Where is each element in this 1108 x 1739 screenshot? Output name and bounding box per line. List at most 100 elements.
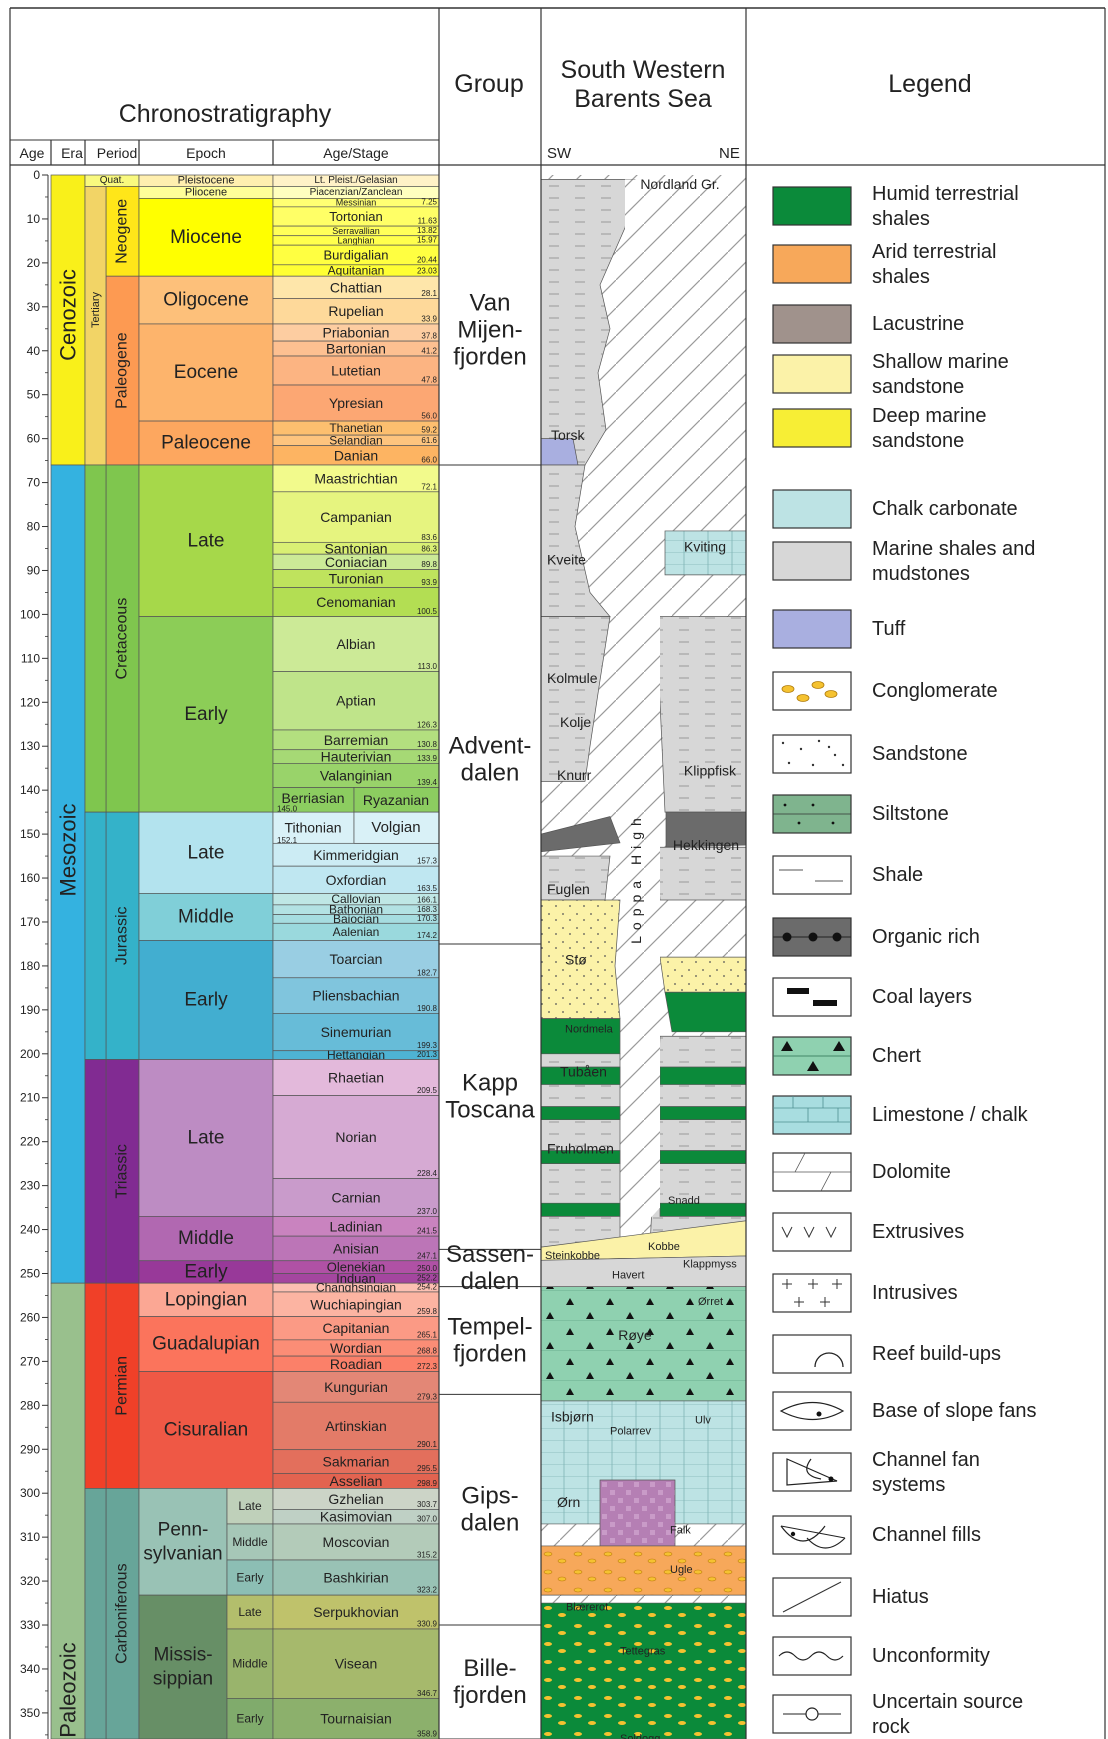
- legend-box: [773, 1096, 851, 1134]
- legend-swatch-sandstone: [773, 735, 851, 773]
- stage-boundary-age: 100.5: [417, 607, 438, 616]
- formation-label-klappmyss: Klappmyss: [683, 1259, 737, 1271]
- coal-bar: [787, 988, 809, 994]
- silt-dot: [832, 822, 835, 825]
- group-title: Group: [454, 70, 523, 98]
- stage-label: Ypresian: [329, 395, 383, 411]
- epoch-label: Paleocene: [161, 433, 251, 454]
- legend-swatch-chert: [773, 1037, 851, 1075]
- column-header-era: Era: [61, 145, 83, 161]
- stage-boundary-age: 290.1: [417, 1440, 438, 1449]
- formation-label-tettegras: Tettegras: [620, 1645, 666, 1657]
- epoch-label: Late: [188, 842, 225, 863]
- stage-boundary-age: 66.0: [421, 456, 437, 465]
- stage-label: Tithonian: [284, 820, 341, 836]
- age-tick-label: 310: [20, 1530, 40, 1544]
- stage-boundary-age: 28.1: [421, 289, 437, 298]
- stage-boundary-age: 303.7: [417, 1500, 438, 1509]
- legend-label-uncertain: Uncertain source: [872, 1691, 1023, 1713]
- legend-swatch-humid: [773, 187, 851, 225]
- legend-label-deep: sandstone: [872, 430, 964, 452]
- stage-boundary-age: 199.3: [417, 1041, 438, 1050]
- sand-dot: [812, 764, 814, 766]
- legend-label-channelfan: Channel fan: [872, 1449, 980, 1471]
- triassic-green-east-0: [660, 1067, 746, 1085]
- stage-label: Pliensbachian: [312, 988, 399, 1004]
- age-tick-label: 100: [20, 607, 40, 621]
- group-label-advent-dalen: dalen: [461, 759, 520, 786]
- age-tick-label: 70: [27, 476, 41, 490]
- pebble: [782, 686, 794, 693]
- era-label-cenozoic: Cenozoic: [56, 269, 81, 361]
- pebble: [812, 682, 824, 689]
- period-label-neogene: Neogene: [114, 199, 131, 264]
- formation-label-ulv: Ulv: [695, 1415, 711, 1427]
- silt-dot: [812, 804, 815, 807]
- age-tick-label: 130: [20, 739, 40, 753]
- silt-dot: [798, 822, 801, 825]
- stage-label: Burdigalian: [323, 247, 388, 262]
- age-tick-label: 330: [20, 1618, 40, 1632]
- subperiod-missis-sippian: [139, 1595, 227, 1739]
- stage-boundary-age: 182.7: [417, 968, 438, 977]
- stage-label: Tournaisian: [320, 1711, 392, 1727]
- age-tick-label: 280: [20, 1398, 40, 1412]
- stage-label: Bashkirian: [323, 1570, 388, 1586]
- stage-label: Berriasian: [281, 790, 344, 806]
- legend-swatch-uncertain: [773, 1695, 851, 1733]
- legend-swatch-extrusives: [773, 1213, 851, 1251]
- section-title-line2: Barents Sea: [574, 85, 712, 113]
- age-tick-label: 110: [21, 651, 40, 665]
- period-strip-triassic: [85, 1060, 106, 1284]
- subperiod-label: sippian: [153, 1669, 213, 1690]
- stage-boundary-age: 61.6: [421, 436, 437, 445]
- stage-label: Chattian: [330, 279, 382, 295]
- period-column: Quat.NeogenePaleogeneCretaceousJurassicT…: [85, 175, 139, 1739]
- stage-boundary-age: 47.8: [421, 376, 437, 385]
- section-sw-label: SW: [547, 145, 572, 162]
- stage-boundary-age: 346.7: [417, 1689, 438, 1698]
- legend-swatch-unconformity: [773, 1637, 851, 1675]
- age-tick-label: 190: [20, 1003, 40, 1017]
- stage-label: Aquitanian: [328, 264, 385, 278]
- legend-box: [773, 355, 851, 393]
- epoch-label: Pleistocene: [178, 175, 235, 187]
- uncertain-circle: [806, 1708, 818, 1720]
- legend-label-coal: Coal layers: [872, 986, 972, 1008]
- age-tick-label: 150: [20, 827, 40, 841]
- stage-label: Oxfordian: [326, 872, 387, 888]
- legend-swatch-channelfan: [773, 1453, 851, 1491]
- stage-boundary-age: 190.8: [417, 1004, 438, 1013]
- stage-boundary-age: 126.3: [417, 720, 438, 729]
- subperiod-label: Penn-: [158, 1519, 209, 1540]
- formation-label-klippfisk: Klippfisk: [684, 762, 737, 778]
- formation-label-havert: Havert: [612, 1270, 644, 1282]
- stage-label: Turonian: [329, 571, 384, 587]
- epoch-label: Early: [184, 1261, 228, 1282]
- legend-swatch-shale: [773, 856, 851, 894]
- formation-label-kveite: Kveite: [547, 551, 586, 567]
- formation-label-r-ye: Røye: [618, 1327, 652, 1343]
- legend-swatch-marine: [773, 542, 851, 580]
- stage-label: Cenomanian: [316, 594, 395, 610]
- legend-box: [773, 1335, 851, 1373]
- sand-dot: [818, 740, 820, 742]
- channel-fan-dot: [829, 1477, 834, 1482]
- legend-label-siltstone: Siltstone: [872, 803, 949, 825]
- age-tick-label: 300: [20, 1486, 40, 1500]
- stage-label: Coniacian: [325, 554, 387, 570]
- legend-label-uncertain: rock: [872, 1716, 911, 1738]
- legend-label-humid: Humid terrestrial: [872, 183, 1019, 205]
- stage-boundary-age: 11.63: [418, 217, 438, 226]
- stage-boundary-age: 295.5: [417, 1464, 438, 1473]
- stage-boundary-age: 209.5: [417, 1086, 438, 1095]
- stage-boundary-age: 23.03: [417, 267, 438, 276]
- stage-label: Carnian: [331, 1189, 380, 1205]
- legend-label-intrusives: Intrusives: [872, 1282, 958, 1304]
- column-header-stage: Age/Stage: [323, 145, 389, 161]
- legend-label-chert: Chert: [872, 1045, 921, 1067]
- stage-boundary-age: 113.0: [418, 662, 438, 671]
- legend-label-shale: Shale: [872, 864, 923, 886]
- group-label-vanmijen-fjorden: Mijen-: [457, 317, 522, 344]
- group-label-vanmijen-fjorden: fjorden: [453, 344, 526, 371]
